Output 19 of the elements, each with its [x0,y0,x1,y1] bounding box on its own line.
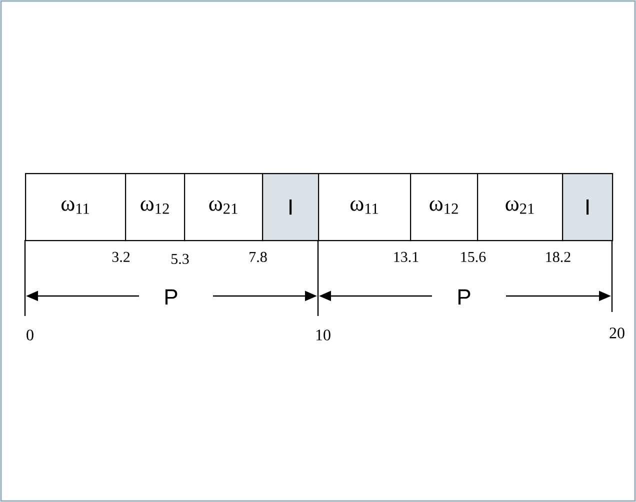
axis-label: 0 [26,330,34,340]
segment-box: ω$_{12}$ [410,173,478,242]
time-label: 13.1 [394,252,418,262]
segment-box: ω$_{21}$ [184,173,264,242]
axis-label: 20 [610,328,624,338]
time-label: 18.2 [546,252,570,262]
time-label: 3.2 [112,252,130,262]
axis-label: 10 [316,330,330,340]
dimension-label: P [165,289,178,305]
time-label: 15.6 [461,252,486,262]
time-label: 7.8 [250,252,267,262]
segment-box: ω$_{21}$ [477,173,564,242]
segment-box: ω$_{11}$ [318,173,412,242]
dimension-label: P [458,289,470,305]
segment-box: ω$_{11}$ [25,173,126,242]
segment-box: ω$_{12}$ [125,173,186,242]
shaded-box: I [262,173,320,242]
shaded-box: I [562,173,614,242]
time-label: 5.3 [172,254,189,264]
